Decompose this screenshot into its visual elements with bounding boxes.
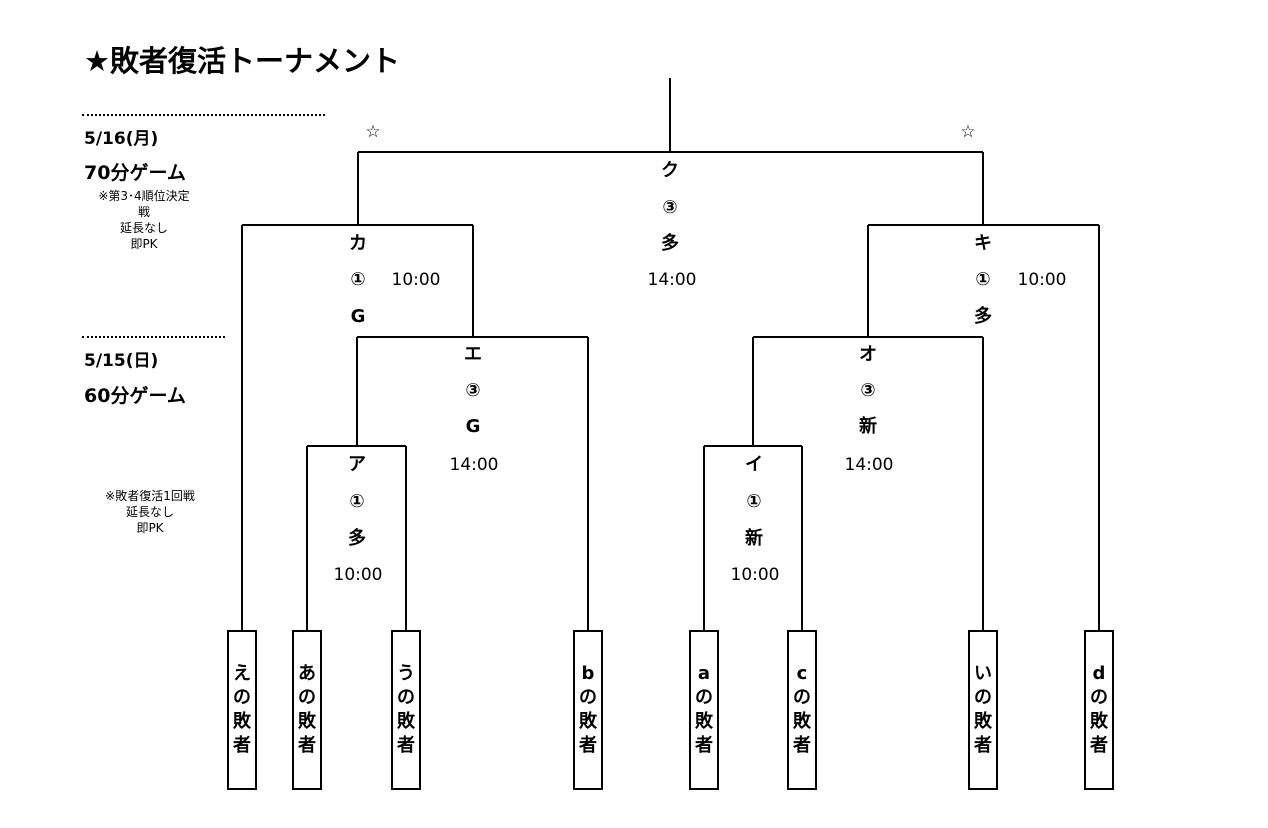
match-i-venue: 新 [745, 528, 763, 549]
match-ka-number: ① [350, 269, 366, 290]
team-suffix-char: の [579, 687, 597, 708]
match-i-number: ① [746, 491, 762, 512]
match-ka-time: 10:00 [391, 270, 441, 290]
round2-date: 5/16(月) [84, 129, 159, 149]
team-prefix: う [397, 663, 415, 684]
team-suffix-char: 敗 [579, 711, 597, 732]
match-e-time: 14:00 [449, 455, 499, 475]
team-box: b の 敗 者 [573, 630, 603, 790]
match-o-time: 14:00 [844, 455, 894, 475]
team-suffix-char: の [695, 687, 713, 708]
match-ku-time: 14:00 [647, 270, 697, 290]
team-suffix-char: 者 [579, 735, 597, 756]
team-prefix: え [233, 663, 251, 684]
team-prefix: あ [298, 663, 316, 684]
match-e-number: ③ [465, 380, 481, 401]
team-prefix: b [581, 663, 595, 684]
round1-note-line: ※敗者復活1回戦 [105, 489, 195, 503]
round1-date: 5/15(日) [84, 351, 159, 371]
team-suffix-char: 者 [397, 735, 415, 756]
team-suffix-char: 者 [974, 735, 992, 756]
match-i-id: イ [745, 454, 763, 475]
match-ki-venue: 多 [974, 306, 992, 327]
team-box: あ の 敗 者 [292, 630, 322, 790]
team-suffix-char: 敗 [974, 711, 992, 732]
team-suffix-char: の [233, 687, 251, 708]
team-suffix-char: 者 [793, 735, 811, 756]
star-icon: ☆ [365, 122, 381, 142]
round2-divider [82, 114, 325, 116]
round2-game-length: 70分ゲーム [84, 162, 186, 184]
match-ki-number: ① [975, 269, 991, 290]
match-e-id: エ [464, 344, 482, 365]
round2-note-line: 戦 [137, 205, 150, 219]
team-suffix-char: 者 [695, 735, 713, 756]
team-suffix-char: の [793, 687, 811, 708]
match-ku-id: ク [661, 160, 679, 181]
team-box: d の 敗 者 [1084, 630, 1114, 790]
match-a-id: ア [348, 454, 366, 475]
team-suffix-char: 敗 [233, 711, 251, 732]
round1-note-line: 即PK [136, 521, 164, 535]
match-ka-venue: G [350, 306, 366, 327]
team-suffix-char: の [1090, 687, 1108, 708]
team-box: c の 敗 者 [787, 630, 817, 790]
team-suffix-char: の [974, 687, 992, 708]
match-ka-id: カ [349, 233, 367, 254]
match-o-venue: 新 [859, 416, 877, 437]
round1-note: ※敗者復活1回戦 延長なし 即PK [84, 488, 216, 536]
match-ki-time: 10:00 [1017, 270, 1067, 290]
round2-note-line: 即PK [130, 237, 158, 251]
team-suffix-char: 者 [1090, 735, 1108, 756]
match-i-time: 10:00 [730, 565, 780, 585]
match-o-number: ③ [860, 380, 876, 401]
team-suffix-char: 敗 [695, 711, 713, 732]
team-suffix-char: 敗 [397, 711, 415, 732]
team-suffix-char: 敗 [1090, 711, 1108, 732]
match-ku-venue: 多 [661, 233, 679, 254]
match-a-time: 10:00 [333, 565, 383, 585]
match-ki-id: キ [974, 233, 992, 254]
team-prefix: a [697, 663, 711, 684]
page-title: ★敗者復活トーナメント [84, 44, 400, 78]
round2-note-line: ※第3･4順位決定 [98, 189, 190, 203]
match-ku-number: ③ [662, 197, 678, 218]
round1-note-line: 延長なし [125, 505, 174, 519]
team-box: え の 敗 者 [227, 630, 257, 790]
team-prefix: d [1092, 663, 1106, 684]
team-box: う の 敗 者 [391, 630, 421, 790]
team-prefix: い [974, 663, 992, 684]
round1-divider [82, 336, 225, 338]
team-suffix-char: 者 [233, 735, 251, 756]
round2-note: ※第3･4順位決定 戦 延長なし 即PK [84, 188, 204, 252]
match-a-number: ① [349, 491, 365, 512]
team-suffix-char: の [397, 687, 415, 708]
team-suffix-char: の [298, 687, 316, 708]
round2-note-line: 延長なし [119, 221, 168, 235]
team-box: a の 敗 者 [689, 630, 719, 790]
match-a-venue: 多 [348, 528, 366, 549]
round1-game-length: 60分ゲーム [84, 385, 186, 407]
team-box: い の 敗 者 [968, 630, 998, 790]
match-e-venue: G [465, 416, 481, 437]
team-suffix-char: 敗 [793, 711, 811, 732]
team-prefix: c [796, 663, 808, 684]
team-suffix-char: 者 [298, 735, 316, 756]
match-o-id: オ [859, 344, 877, 365]
star-icon: ☆ [960, 122, 976, 142]
team-suffix-char: 敗 [298, 711, 316, 732]
